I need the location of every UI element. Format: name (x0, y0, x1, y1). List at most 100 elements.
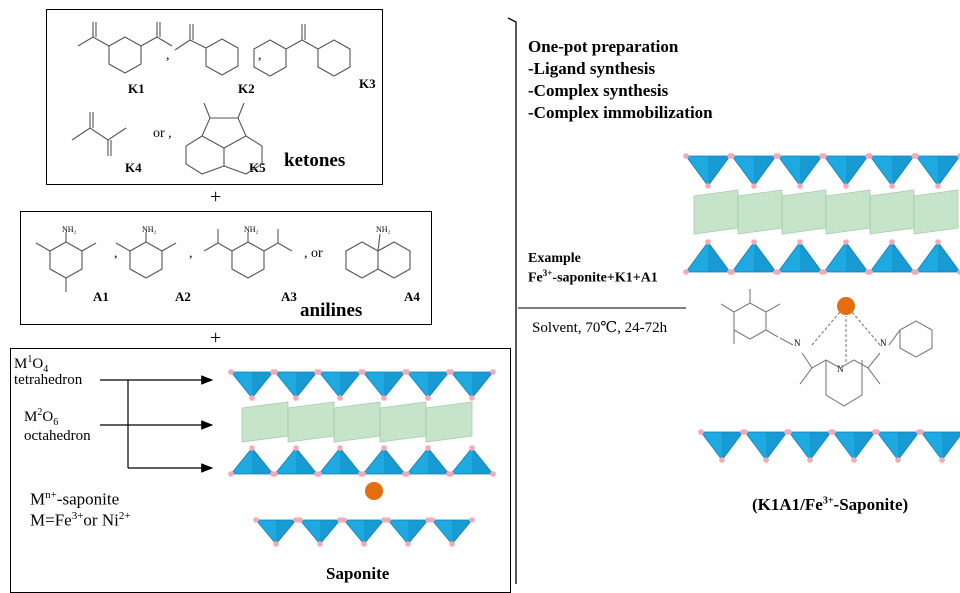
oxygen-atom (807, 457, 813, 463)
oxygen-atom (843, 239, 849, 245)
oxygen-atom (786, 429, 792, 435)
tetrahedron-shade (754, 156, 776, 186)
tetrahedron-shade (472, 448, 493, 474)
oxygen-atom (360, 471, 366, 477)
label-arrows (100, 375, 214, 473)
tetrahedron-shape (274, 447, 318, 475)
oxygen-atom (385, 517, 391, 523)
tetrahedron-shape (362, 447, 406, 475)
oxygen-atom (469, 395, 475, 401)
oxygen-atom (775, 269, 781, 275)
oxygen-atom (317, 541, 323, 547)
tetrahedron-shade (800, 242, 822, 272)
oxygen-atom (405, 541, 411, 547)
ketone-separator: , (258, 48, 262, 63)
oxygen-atom (797, 239, 803, 245)
metal-cation (365, 482, 383, 500)
anilines-panel (20, 211, 432, 325)
nh2-label: NH₂ (142, 225, 157, 234)
oxygen-atom (821, 153, 827, 159)
aniline-separator: , (114, 246, 118, 261)
tetrahedron-shade (938, 156, 960, 186)
nh2-label: NH₂ (62, 225, 77, 234)
tetrahedron-shape (823, 155, 869, 187)
oxygen-atom (337, 445, 343, 451)
octahedron-word: octahedron (24, 428, 91, 444)
oxygen-atom (913, 269, 919, 275)
pyridine-n-label: N (837, 364, 844, 374)
oxygen-atom (751, 183, 757, 189)
oxygen-atom (381, 395, 387, 401)
oxygen-atom (273, 541, 279, 547)
oxygen-atom (719, 457, 725, 463)
octahedron-shape (825, 189, 871, 235)
tetrahedron-shape (685, 241, 731, 273)
oxygen-atom (448, 471, 454, 477)
tetrahedron-shape (299, 519, 341, 545)
tetrahedron-shape (450, 447, 494, 475)
saponite-cation-label: Mn+-saponite (30, 489, 120, 509)
octahedron-shape (737, 189, 783, 235)
process-step: -Complex synthesis (528, 81, 669, 100)
tetrahedron-shape (362, 371, 406, 399)
oxygen-atom (683, 153, 689, 159)
octahedron-shape (287, 401, 335, 443)
octahedron-shape (913, 189, 959, 235)
oxygen-atom (683, 269, 689, 275)
left-saponite-layer (228, 369, 496, 547)
tetrahedron-shade (384, 448, 405, 474)
tetrahedron-shade (942, 432, 960, 460)
oxygen-atom (361, 541, 367, 547)
tetrahedron-shape (777, 155, 823, 187)
tetrahedron-shade (472, 372, 493, 398)
example-reactants: Fe3+-saponite+K1+A1 (528, 268, 658, 286)
oxygen-atom (698, 429, 704, 435)
ketone-separator: , (166, 48, 170, 63)
tetrahedron-shape (876, 431, 920, 461)
oxygen-atom (381, 517, 387, 523)
tetrahedron-shape (274, 371, 318, 399)
tetrahedron-shape (700, 431, 744, 461)
product-saponite-layer (683, 153, 960, 463)
oxygen-atom (360, 369, 366, 375)
ketone-label-k3: K3 (359, 76, 376, 91)
tetrahedron-word: tetrahedron (14, 372, 83, 388)
oxygen-atom (729, 269, 735, 275)
oxygen-atom (404, 471, 410, 477)
oxygen-atom (918, 429, 924, 435)
tetrahedron-shape (406, 371, 450, 399)
scheme-bracket (507, 17, 517, 584)
tetrahedron-shape (744, 431, 788, 461)
tetrahedron-shade (846, 156, 868, 186)
oxygen-atom (293, 395, 299, 401)
tetrahedron-shade (722, 432, 743, 460)
reaction-conditions: Solvent, 70℃, 24-72h (532, 320, 668, 336)
tetrahedron-shade (340, 372, 361, 398)
oxygen-atom (889, 183, 895, 189)
process-step: One-pot preparation (528, 37, 679, 56)
aniline-a3-structure (203, 229, 293, 279)
oxygen-atom (249, 395, 255, 401)
aniline-a2-structure (115, 232, 177, 279)
tetrahedron-shade (296, 372, 317, 398)
tetrahedron-shade (364, 520, 384, 544)
oxygen-atom (425, 517, 431, 523)
oxygen-atom (381, 445, 387, 451)
nh2-label: NH₂ (376, 225, 391, 234)
ketone-k1-structure (77, 22, 173, 74)
tetrahedron-shade (320, 520, 340, 544)
tetrahedron-shape (915, 155, 960, 187)
oxygen-atom (851, 457, 857, 463)
tetrahedron-shape (788, 431, 832, 461)
tetrahedron-shade (252, 448, 273, 474)
oxygen-atom (935, 183, 941, 189)
imine-n-label: N (794, 338, 801, 348)
tetrahedron-shape (431, 519, 473, 545)
tetrahedron-shade (708, 242, 730, 272)
oxygen-atom (316, 471, 322, 477)
aniline-label-a1: A1 (93, 289, 109, 304)
oxygen-atom (913, 153, 919, 159)
octahedron-shape (425, 401, 473, 443)
oxygen-atom (228, 369, 234, 375)
